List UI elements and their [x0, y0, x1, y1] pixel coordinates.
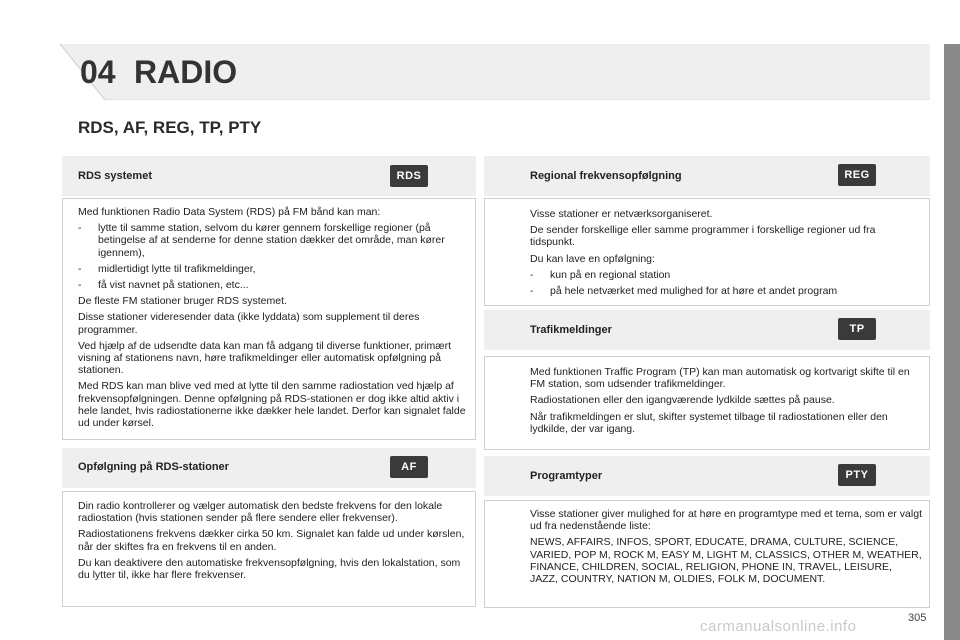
pty-label: Programtyper	[530, 470, 603, 482]
pty-badge-icon: PTY	[838, 464, 876, 486]
paragraph: Ved hjælp af de udsendte data kan man få…	[78, 339, 451, 377]
list-item: -midlertidigt lytte til trafikmeldinger,	[78, 262, 256, 275]
af-label: Opfølgning på RDS-stationer	[78, 461, 229, 473]
chapter-title: RADIO	[134, 54, 238, 90]
paragraph: Radiostationen eller den igangværende ly…	[530, 394, 835, 407]
paragraph: Disse stationer videresender data (ikke …	[78, 311, 420, 336]
paragraph: Når trafikmeldingen er slut, skifter sys…	[530, 410, 888, 435]
reg-content-box	[484, 198, 930, 306]
af-content: Din radio kontrollerer og vælger automat…	[78, 500, 470, 585]
list-item: -få vist navnet på stationen, etc...	[78, 279, 249, 292]
tp-label: Trafikmeldinger	[530, 324, 612, 336]
page-edge-bar	[944, 44, 960, 640]
list-item: -på hele netværket med mulighed for at h…	[530, 285, 838, 298]
paragraph: De fleste FM stationer bruger RDS system…	[78, 295, 287, 308]
watermark: carmanualsonline.info	[700, 618, 857, 635]
header-decoration	[59, 43, 930, 100]
paragraph: Du kan deaktivere den automatiske frekve…	[78, 556, 461, 582]
af-badge-icon: AF	[390, 456, 428, 478]
reg-label: Regional frekvensopfølgning	[530, 170, 682, 182]
list-item: -lytte til samme station, selvom du køre…	[78, 222, 445, 259]
reg-content: Visse stationer er netværksorganiseret. …	[530, 208, 922, 301]
rds-badge-icon: RDS	[390, 165, 428, 187]
paragraph: Visse stationer giver mulighed for at hø…	[530, 508, 922, 533]
paragraph: Med funktionen Traffic Program (TP) kan …	[530, 366, 910, 391]
paragraph: NEWS, AFFAIRS, INFOS, SPORT, EDUCATE, DR…	[530, 536, 922, 586]
paragraph: Visse stationer er netværksorganiseret.	[530, 208, 713, 220]
section-title: RDS, AF, REG, TP, PTY	[78, 118, 262, 137]
reg-badge-icon: REG	[838, 164, 876, 186]
rds-content-box	[62, 198, 476, 440]
af-content-box	[62, 491, 476, 607]
tp-badge-icon: TP	[838, 318, 876, 340]
list-item: -kun på en regional station	[530, 268, 671, 281]
paragraph: Radiostationens frekvens dækker cirka 50…	[78, 528, 465, 553]
rds-intro: Med funktionen Radio Data System (RDS) p…	[78, 206, 381, 218]
rds-content: Med funktionen Radio Data System (RDS) p…	[78, 206, 470, 433]
paragraph: De sender forskellige eller samme progra…	[530, 224, 876, 249]
chapter-number: 04	[80, 54, 116, 90]
paragraph: Din radio kontrollerer og vælger automat…	[78, 500, 443, 525]
rds-label: RDS systemet	[78, 170, 152, 182]
pty-content-box	[484, 500, 930, 608]
paragraph: Du kan lave en opfølgning:	[530, 252, 655, 265]
tp-content-box	[484, 356, 930, 450]
page-number: 305	[908, 612, 927, 624]
pty-content: Visse stationer giver mulighed for at hø…	[530, 508, 922, 589]
paragraph: Med RDS kan man blive ved med at lytte t…	[78, 380, 466, 430]
tp-content: Med funktionen Traffic Program (TP) kan …	[530, 366, 922, 439]
